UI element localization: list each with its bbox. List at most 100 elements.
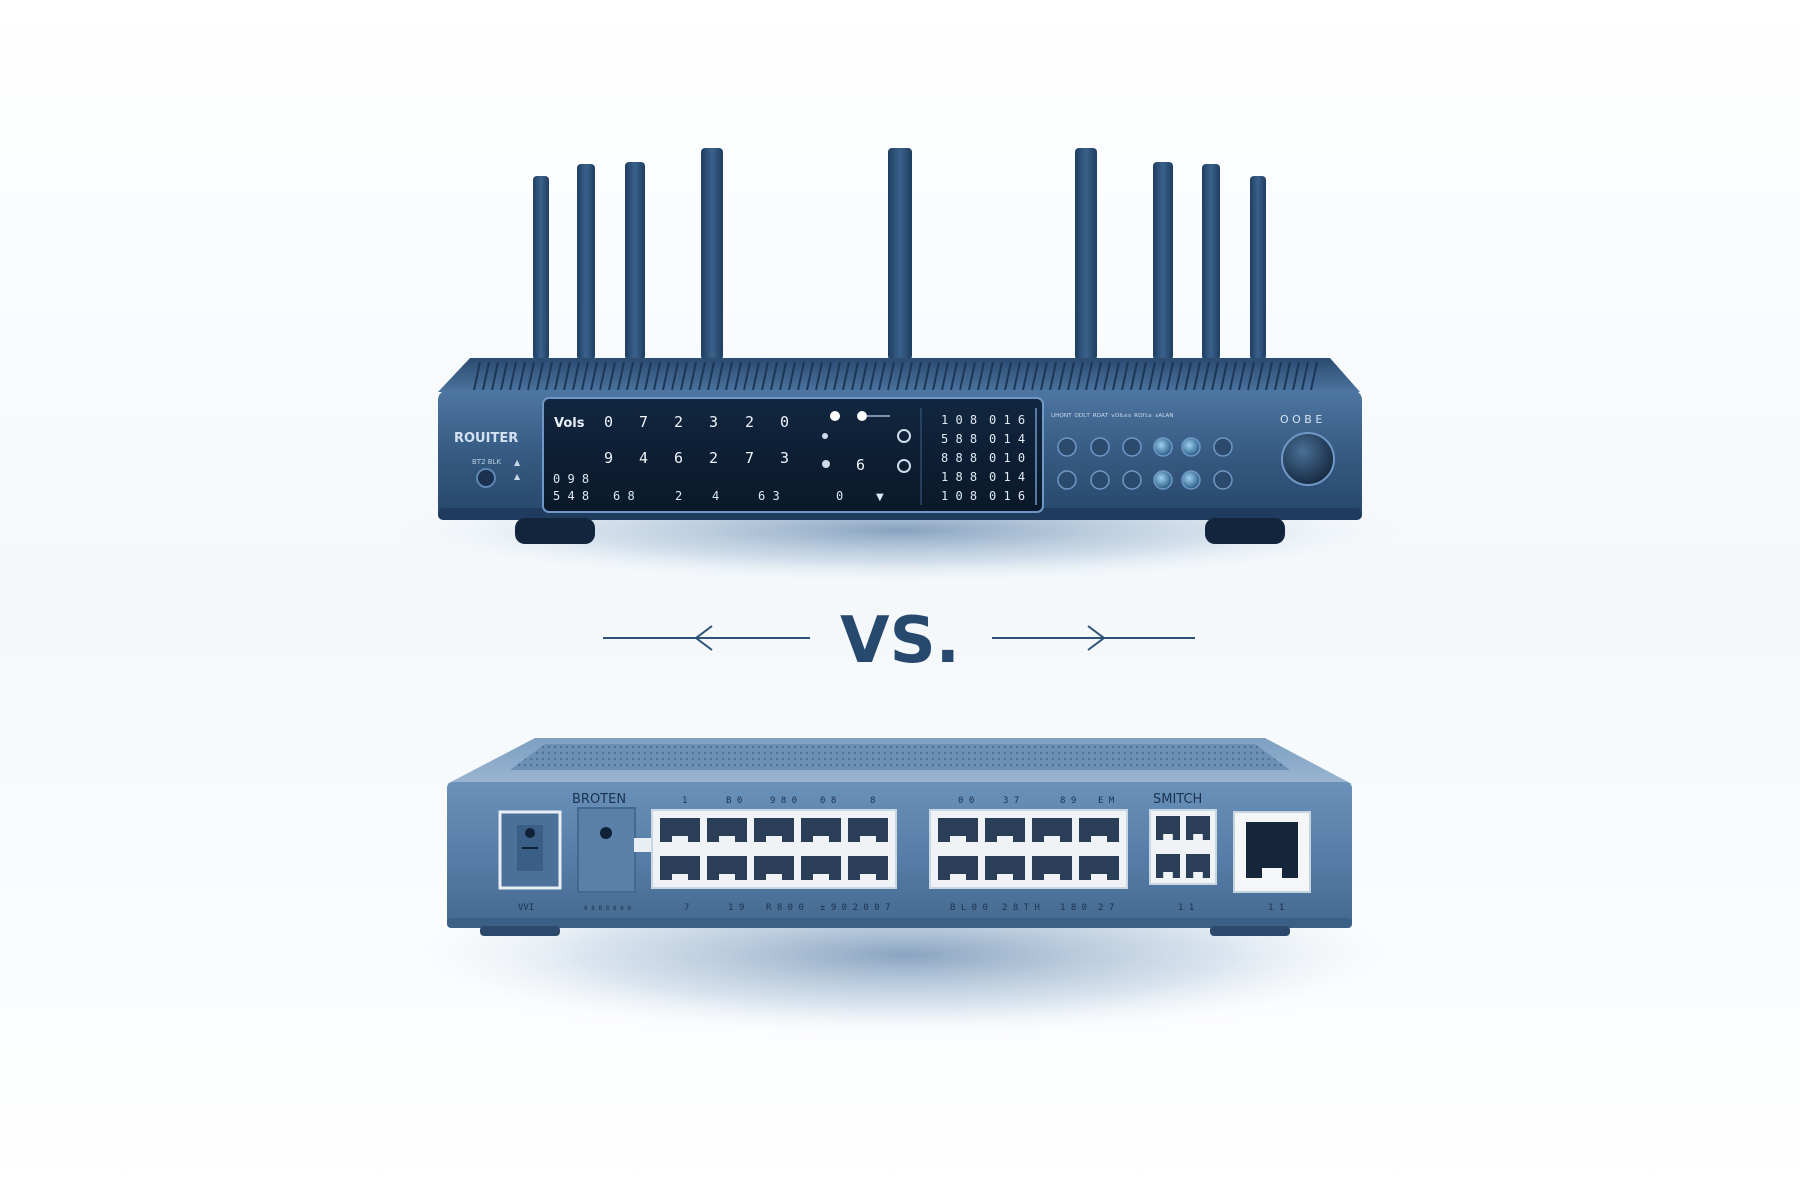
vent-slot [905,361,913,391]
router-panel-button[interactable] [1122,470,1142,490]
switch-bottom-edge [447,918,1352,928]
router-panel-button[interactable] [1153,470,1173,490]
switch-bottom-number: 2 7 [1098,903,1114,913]
vent-slot [1076,361,1084,391]
router-power-button[interactable] [476,468,496,488]
ethernet-port-tab [860,874,876,880]
vent-slot [1112,361,1120,391]
vent-slot [1265,361,1273,391]
vent-slot [806,361,814,391]
router-panel-button[interactable] [1153,437,1173,457]
vent-slot [1274,361,1282,391]
vent-slot [1049,361,1057,391]
vent-slot [1040,361,1048,391]
router-panel-button[interactable] [1090,437,1110,457]
router-control-knob[interactable] [1281,432,1335,486]
vent-slot [1004,361,1012,391]
router-button-cluster [1057,437,1233,490]
ethernet-port-tab [766,836,782,842]
router-panel-button[interactable] [1057,437,1077,457]
router-row2-digit: 3 [780,449,789,467]
router-button-header: ᵁᴴᴼᴺᵀ ᴼᴰᴸᵀ ᴿᴰᴬᵀ ᵛᴰᴵᴸᵉˢ ᴿᴼᶠᴸᵉ ˢᴬᴸᴬᴺ [1051,413,1174,423]
switch-foot-right [1210,926,1290,936]
router-panel-button[interactable] [1181,470,1201,490]
vent-slot [941,361,949,391]
vent-slot [581,361,589,391]
vent-slot [680,361,688,391]
router-row1-digit: 7 [639,413,648,431]
switch-top-number: E M [1098,796,1115,806]
vent-slot [563,361,571,391]
router-stat-right: 0 1 6 [989,413,1025,427]
router-panel-button[interactable] [1122,437,1142,457]
router-panel-button[interactable] [1213,470,1233,490]
ethernet-port-tab [1193,834,1203,840]
vent-slot [1058,361,1066,391]
vent-slot [932,361,940,391]
ethernet-port-tab [1044,836,1060,842]
vent-slot [689,361,697,391]
vent-slot [914,361,922,391]
ethernet-port-tab [997,836,1013,842]
switch-console-module[interactable] [577,807,636,893]
router-row3-digit: 2 [675,489,682,503]
vent-slot [554,361,562,391]
antenna-5 [888,148,912,360]
router-indicator-dot [822,433,828,439]
vent-slot [536,361,544,391]
router-indicator-ring [897,429,911,443]
vent-slot [878,361,886,391]
vent-slot [743,361,751,391]
vent-slot [608,361,616,391]
switch-top-number: 9 8 0 [770,796,797,806]
ethernet-port-tab [672,836,688,842]
vs-divider: VS. [603,604,1195,678]
vent-slot [887,361,895,391]
antenna-1 [533,176,549,360]
switch-bottom-number: 7 [684,903,689,913]
vent-slot [1130,361,1138,391]
switch-bottom-number: VVI [518,903,534,913]
router-row3-left: 0 9 8 [553,472,589,486]
router-panel-button[interactable] [1213,437,1233,457]
vent-slot [1166,361,1174,391]
vent-slot [1031,361,1039,391]
switch-right-label: SMITCH [1153,792,1202,807]
router-row3-digit: 6 8 [613,489,635,503]
vent-slot [950,361,958,391]
router-center-digit: 0 [836,489,843,503]
ethernet-port-tab [766,874,782,880]
switch-top-number: 8 9 [1060,796,1076,806]
ethernet-port-tab [950,874,966,880]
switch-port-groups [651,809,1217,889]
vent-slot [1247,361,1255,391]
vent-slot [500,361,508,391]
vent-slot [698,361,706,391]
router-row1-digit: 0 [780,413,789,431]
switch-bottom-number: B L 0 0 [950,903,988,913]
left-arrow-head [694,625,713,651]
switch-bottom-number: 8 8 8 8 8 8 8 [584,905,631,912]
router-down-glyph: ▲ [514,472,521,481]
router-row2-digit: 9 [604,449,613,467]
router-row1-digit: 2 [745,413,754,431]
router-stat-right: 0 1 0 [989,451,1025,465]
vent-slot [1094,361,1102,391]
router-panel-button[interactable] [1057,470,1077,490]
vent-slot [509,361,517,391]
router-panel-button[interactable] [1090,470,1110,490]
ethernet-port-tab [813,836,829,842]
router-stat-right: 0 1 4 [989,432,1025,446]
router-panel-button[interactable] [1181,437,1201,457]
antenna-2 [577,164,595,360]
vent-slot [1310,361,1318,391]
vent-slot [824,361,832,391]
vent-slot [644,361,652,391]
ethernet-port-tab [672,874,688,880]
vent-slot [734,361,742,391]
vent-slot [1220,361,1228,391]
switch-power-led [525,828,535,838]
vent-slot [869,361,877,391]
